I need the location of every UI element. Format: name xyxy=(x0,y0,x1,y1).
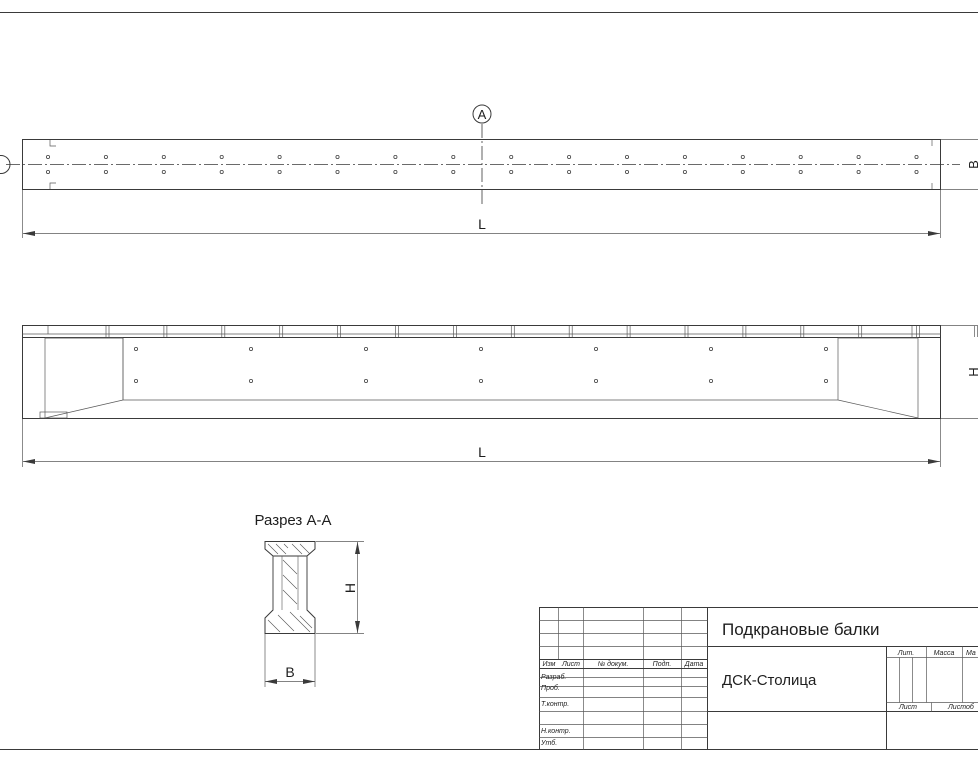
corner-marks xyxy=(49,140,56,189)
bolt-hole xyxy=(594,346,599,351)
bolt-hole xyxy=(625,154,630,159)
bolt-hole xyxy=(335,169,340,174)
bolt-hole xyxy=(478,346,483,351)
title-block-rows xyxy=(539,620,708,738)
cell-lit: Лит. xyxy=(897,650,914,657)
bolt-hole xyxy=(567,169,572,174)
elevation-length-label: L xyxy=(478,444,486,460)
section-height-label: Н xyxy=(342,583,358,593)
col-header-sign: Подп. xyxy=(653,660,672,668)
col-header-izm: Изм xyxy=(543,661,556,668)
bolt-hole xyxy=(393,154,398,159)
plan-view: А В L xyxy=(0,104,978,238)
bolt-hole xyxy=(103,154,108,159)
bolt-hole xyxy=(363,346,368,351)
bolt-hole xyxy=(798,169,803,174)
section-web xyxy=(264,555,316,634)
plan-width-label: В xyxy=(966,160,978,169)
bolt-hole xyxy=(335,154,340,159)
bolt-hole xyxy=(363,378,368,383)
web-taper xyxy=(44,337,919,419)
bolt-hole xyxy=(219,169,224,174)
elevation-height-label: Н xyxy=(966,367,978,376)
bolt-hole xyxy=(709,378,714,383)
elevation-view: Н L xyxy=(22,325,978,467)
bolt-hole xyxy=(248,346,253,351)
title-block: Изм Лист № докум. Подп. Дата Разраб. Про… xyxy=(539,607,978,750)
bolt-hole xyxy=(914,169,919,174)
bolt-hole xyxy=(161,154,166,159)
col-header-list: Лист xyxy=(561,661,580,668)
bolt-hole xyxy=(798,154,803,159)
section-marker-label: А xyxy=(478,107,487,122)
role-razrab: Разраб. xyxy=(541,673,566,681)
bolt-hole xyxy=(46,169,51,174)
flange-joints xyxy=(47,326,978,337)
role-nkontr: Н.контр. xyxy=(541,728,571,735)
role-utb: Утб. xyxy=(540,739,557,747)
bolt-hole xyxy=(824,346,829,351)
bolt-hole xyxy=(740,169,745,174)
bearing-plate xyxy=(39,411,68,419)
bolt-hole xyxy=(914,154,919,159)
section-title: Разрез А-А xyxy=(255,512,332,529)
bolt-hole xyxy=(451,154,456,159)
bolt-hole xyxy=(248,378,253,383)
elevation-holes xyxy=(133,346,829,383)
plan-length-label: L xyxy=(478,216,486,232)
section-view: Разрез А-А Н В xyxy=(255,512,364,687)
col-header-doc: № докум. xyxy=(598,660,629,668)
product-name: Подкрановые балки xyxy=(722,620,880,639)
bolt-hole xyxy=(103,169,108,174)
section-width-label: В xyxy=(285,664,294,680)
cell-scale: Ма xyxy=(966,650,976,657)
bolt-hole xyxy=(709,346,714,351)
bolt-hole xyxy=(594,378,599,383)
bolt-hole xyxy=(277,154,282,159)
section-marker-circle xyxy=(472,104,492,124)
bolt-hole xyxy=(219,154,224,159)
bolt-hole xyxy=(393,169,398,174)
bolt-hole xyxy=(161,169,166,174)
bolt-hole xyxy=(509,169,514,174)
organization-name: ДСК-Столица xyxy=(722,672,817,689)
cell-sheet: Лист xyxy=(898,704,917,711)
bolt-hole xyxy=(451,169,456,174)
role-tkontr: Т.контр. xyxy=(541,701,569,708)
cell-sheets: Листоб xyxy=(947,703,975,711)
col-header-date: Дата xyxy=(684,661,704,668)
beam-elevation-outline xyxy=(22,325,941,419)
bolt-hole xyxy=(133,346,138,351)
bolt-hole xyxy=(682,154,687,159)
bolt-hole xyxy=(856,169,861,174)
bolt-hole xyxy=(682,169,687,174)
bolt-hole xyxy=(856,154,861,159)
axis-marker-circle xyxy=(0,155,11,174)
bolt-hole xyxy=(509,154,514,159)
role-prob: Проб. xyxy=(541,684,560,692)
cell-mass: Масса xyxy=(934,650,955,657)
plan-holes xyxy=(46,154,919,174)
bolt-hole xyxy=(277,169,282,174)
bolt-hole xyxy=(824,378,829,383)
bolt-hole xyxy=(740,154,745,159)
bolt-hole xyxy=(625,169,630,174)
bolt-hole xyxy=(46,154,51,159)
bolt-hole xyxy=(567,154,572,159)
bolt-hole xyxy=(133,378,138,383)
bolt-hole xyxy=(478,378,483,383)
section-hatch xyxy=(267,543,313,633)
